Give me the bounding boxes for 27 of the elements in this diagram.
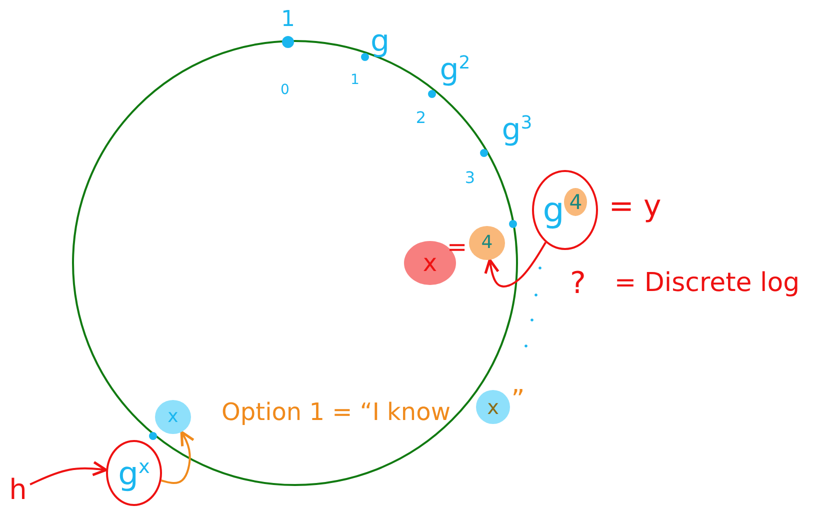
point-label: g$^{2}$ xyxy=(440,54,470,86)
equation-text: = y xyxy=(608,192,662,222)
arrow xyxy=(484,242,546,288)
element-label: h xyxy=(9,476,27,504)
highlighted-power xyxy=(106,440,162,506)
point-label: g xyxy=(370,27,390,57)
arrow xyxy=(30,460,108,486)
math-text: x xyxy=(487,397,499,417)
exponent-marker xyxy=(476,390,510,424)
math-text: 4 xyxy=(481,234,493,252)
equation-text: = Discrete log xyxy=(614,270,800,296)
index-number: 3 xyxy=(464,170,476,186)
arrow xyxy=(161,430,195,484)
point-label: 1 xyxy=(281,9,295,31)
index-number: 2 xyxy=(416,110,426,126)
exponent-marker xyxy=(155,400,191,434)
highlighted-power xyxy=(532,170,598,250)
exponent-marker xyxy=(469,226,505,260)
index-number: 1 xyxy=(350,73,360,87)
math-text: x xyxy=(168,408,178,426)
index-number: 0 xyxy=(280,83,290,97)
math-text: g$^{x}$ xyxy=(118,456,150,490)
point-label: g$^{3}$ xyxy=(502,114,532,146)
option-text: Option 1 = “I know xyxy=(222,400,450,424)
equation-text: = xyxy=(446,235,468,259)
quote-mark: ” xyxy=(511,387,525,413)
math-text: x xyxy=(422,251,438,275)
